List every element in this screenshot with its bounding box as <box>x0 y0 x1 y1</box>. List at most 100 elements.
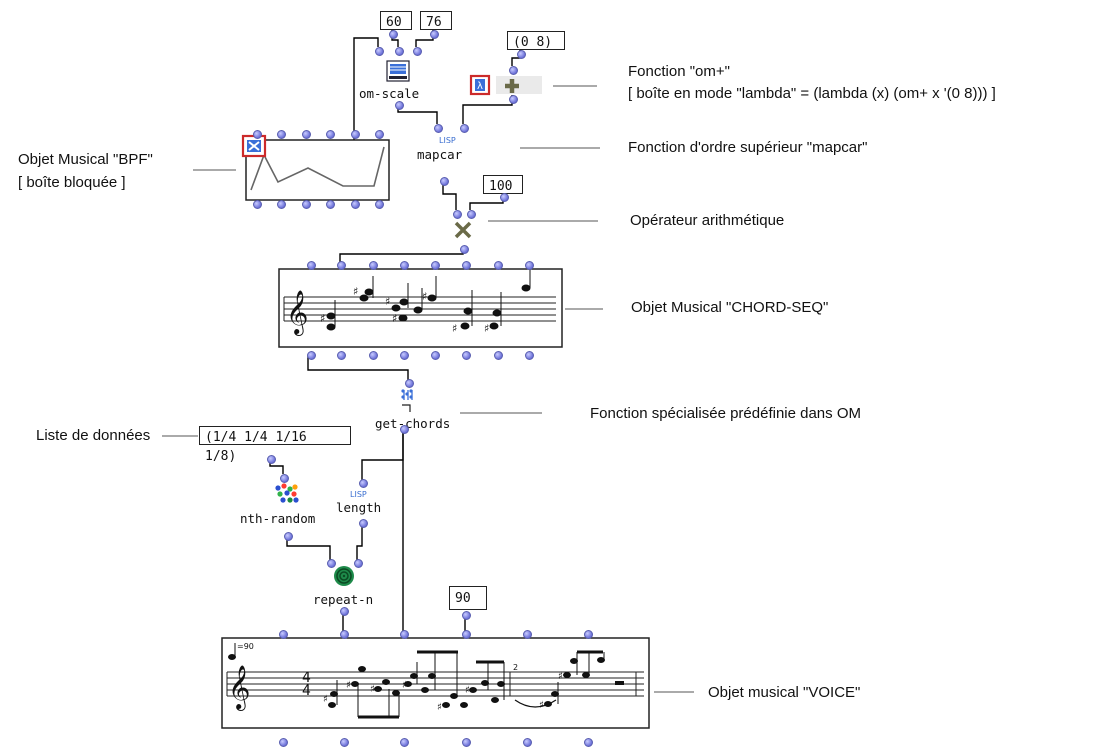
port[interactable] <box>459 244 469 254</box>
port[interactable] <box>404 378 414 388</box>
annotation-leaders <box>162 85 694 693</box>
om-scale-label[interactable]: om-scale <box>359 86 420 101</box>
svg-text:♯: ♯ <box>465 685 470 696</box>
svg-text:♯: ♯ <box>452 322 457 335</box>
port[interactable] <box>336 350 346 360</box>
port[interactable] <box>374 199 384 209</box>
value-box-list-0-8[interactable]: (0 8) <box>507 31 565 50</box>
svg-text:♯: ♯ <box>370 684 375 695</box>
port[interactable] <box>276 199 286 209</box>
port[interactable] <box>461 629 471 639</box>
port[interactable] <box>524 260 534 270</box>
port[interactable] <box>301 129 311 139</box>
mapcar-lisp-tag: LISP <box>439 136 456 145</box>
port[interactable] <box>499 192 509 202</box>
rhythm-list-box[interactable]: (1/4 1/4 1/16 1/8) <box>199 426 351 464</box>
port[interactable] <box>266 454 276 464</box>
svg-text:♯: ♯ <box>320 312 325 325</box>
port[interactable] <box>279 473 289 483</box>
voice-tuplet: 2 <box>513 663 519 672</box>
svg-text:♯: ♯ <box>346 680 351 691</box>
value-box-60[interactable]: 60 <box>380 11 412 30</box>
port[interactable] <box>461 737 471 747</box>
port[interactable] <box>326 558 336 568</box>
port[interactable] <box>388 29 398 39</box>
port[interactable] <box>339 737 349 747</box>
annotation-om-plus-detail: [ boîte en mode "lambda" = (lambda (x) (… <box>628 85 996 102</box>
port[interactable] <box>368 260 378 270</box>
port[interactable] <box>399 629 409 639</box>
svg-text:♯: ♯ <box>323 694 328 705</box>
port[interactable] <box>508 65 518 75</box>
port[interactable] <box>276 129 286 139</box>
port[interactable] <box>374 46 384 56</box>
port[interactable] <box>325 199 335 209</box>
port[interactable] <box>252 199 262 209</box>
om-scale-icon <box>386 60 410 82</box>
annotation-bpf-title: Objet Musical "BPF" <box>18 151 153 168</box>
port[interactable] <box>399 424 409 434</box>
port[interactable] <box>508 94 518 104</box>
port[interactable] <box>433 123 443 133</box>
port[interactable] <box>394 46 404 56</box>
annotation-bpf-detail: [ boîte bloquée ] <box>18 174 126 191</box>
port[interactable] <box>412 46 422 56</box>
repeat-n-label[interactable]: repeat-n <box>313 592 374 607</box>
voice-box: 𝄞 4 4 ♯♯♯ ♯♯♯ <box>221 637 650 729</box>
port[interactable] <box>283 531 293 541</box>
value-box-100[interactable]: 100 <box>483 175 523 194</box>
port[interactable] <box>252 129 262 139</box>
annotation-chordseq: Objet Musical "CHORD-SEQ" <box>631 299 829 316</box>
port[interactable] <box>399 260 409 270</box>
port[interactable] <box>493 350 503 360</box>
port[interactable] <box>429 29 439 39</box>
value-box-90[interactable]: 90 <box>449 586 487 610</box>
port[interactable] <box>452 209 462 219</box>
port[interactable] <box>325 129 335 139</box>
port[interactable] <box>350 199 360 209</box>
port[interactable] <box>583 737 593 747</box>
mapcar-label[interactable]: mapcar <box>417 147 463 162</box>
port[interactable] <box>394 100 404 110</box>
port[interactable] <box>374 129 384 139</box>
port[interactable] <box>301 199 311 209</box>
nth-random-icon <box>275 483 299 503</box>
om-plus-box: λ <box>469 74 542 96</box>
port[interactable] <box>461 350 471 360</box>
port[interactable] <box>524 350 534 360</box>
get-chords-icon <box>401 389 413 412</box>
nth-random-label[interactable]: nth-random <box>240 511 316 526</box>
svg-text:λ: λ <box>477 81 483 92</box>
port[interactable] <box>278 629 288 639</box>
value-box-76[interactable]: 76 <box>420 11 452 30</box>
port[interactable] <box>368 350 378 360</box>
port[interactable] <box>306 350 316 360</box>
port[interactable] <box>339 606 349 616</box>
port[interactable] <box>461 610 471 620</box>
port[interactable] <box>583 629 593 639</box>
port[interactable] <box>353 558 363 568</box>
port[interactable] <box>306 260 316 270</box>
port[interactable] <box>399 350 409 360</box>
port[interactable] <box>516 49 526 59</box>
port[interactable] <box>459 123 469 133</box>
port[interactable] <box>493 260 503 270</box>
port[interactable] <box>430 350 440 360</box>
port[interactable] <box>522 737 532 747</box>
port[interactable] <box>430 260 440 270</box>
port[interactable] <box>339 629 349 639</box>
annotation-getchords: Fonction spécialisée prédéfinie dans OM <box>590 405 861 422</box>
svg-text:♯: ♯ <box>558 671 563 682</box>
port[interactable] <box>278 737 288 747</box>
port[interactable] <box>358 478 368 488</box>
get-chords-label[interactable]: get-chords <box>375 416 451 431</box>
length-label[interactable]: length <box>336 500 382 515</box>
port[interactable] <box>336 260 346 270</box>
port[interactable] <box>358 518 368 528</box>
port[interactable] <box>466 209 476 219</box>
port[interactable] <box>399 737 409 747</box>
port[interactable] <box>439 176 449 186</box>
port[interactable] <box>461 260 471 270</box>
port[interactable] <box>350 129 360 139</box>
port[interactable] <box>522 629 532 639</box>
